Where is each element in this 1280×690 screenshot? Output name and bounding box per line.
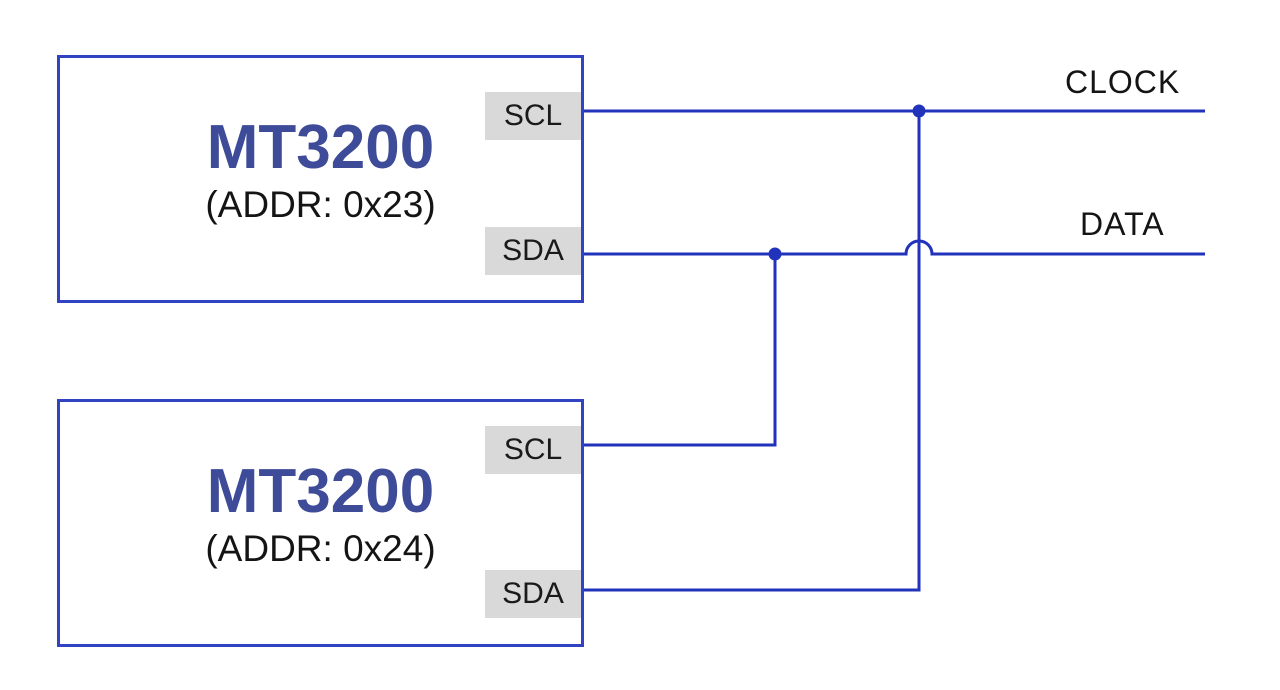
- pin-label-scl: SCL: [485, 92, 581, 140]
- device-address: (ADDR: 0x23): [205, 184, 436, 226]
- device-address: (ADDR: 0x24): [205, 528, 436, 570]
- data-bus-label: DATA: [1080, 206, 1165, 242]
- device-box-addr-0x23: MT3200 (ADDR: 0x23) SCL SDA: [57, 55, 584, 303]
- pin-label-sda: SDA: [485, 570, 581, 618]
- device-name: MT3200: [206, 457, 435, 527]
- pin-label-sda: SDA: [485, 227, 581, 275]
- clock-junction-dot: [912, 104, 926, 118]
- clock-bus-label: CLOCK: [1065, 64, 1181, 100]
- data-junction-dot: [768, 247, 782, 261]
- device-box-addr-0x24: MT3200 (ADDR: 0x24) SCL SDA: [57, 399, 584, 647]
- data-bus-wire: [582, 239, 1205, 256]
- device-name: MT3200: [206, 113, 435, 183]
- device2-scl-wire: [582, 254, 777, 447]
- device-title-block: MT3200 (ADDR: 0x23): [60, 49, 581, 291]
- device2-sda-wire: [582, 111, 921, 592]
- pin-label-scl: SCL: [485, 426, 581, 474]
- device-title-block: MT3200 (ADDR: 0x24): [60, 393, 581, 635]
